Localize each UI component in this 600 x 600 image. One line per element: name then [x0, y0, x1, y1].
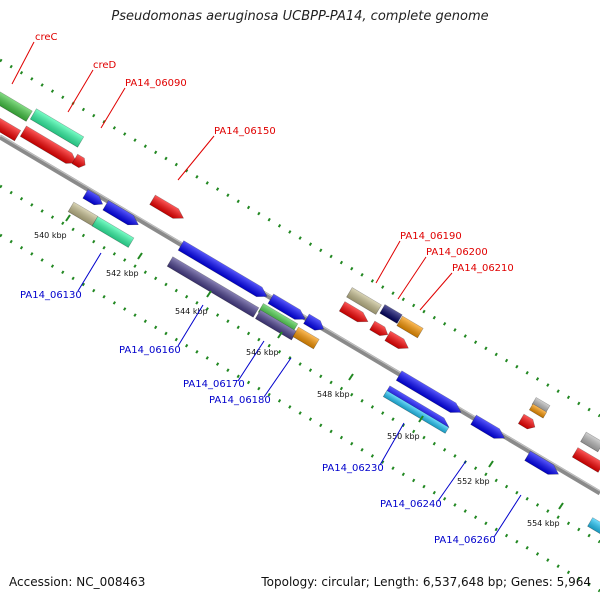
tick-mark: [558, 502, 564, 510]
gene-feature: [528, 403, 548, 419]
gene-feature: [396, 315, 424, 339]
gene-feature: [177, 240, 268, 297]
gene-label: PA14_06090: [125, 78, 187, 89]
gene-features: [0, 90, 600, 535]
gene-label: PA14_06210: [452, 263, 514, 274]
gene-feature: [517, 413, 536, 430]
gene-label: creC: [35, 32, 58, 43]
leader-line: [77, 252, 102, 292]
leader-line: [263, 357, 292, 398]
leader-line: [100, 87, 126, 129]
leader-line: [177, 135, 215, 181]
gene-feature: [254, 309, 298, 341]
tick-mark: [277, 331, 283, 339]
tick-label: 542 kbp: [106, 269, 139, 278]
gene-feature: [346, 287, 382, 315]
gene-label: PA14_06170: [183, 379, 245, 390]
gene-feature: [19, 125, 78, 164]
gene-feature: [67, 201, 99, 227]
leader-line: [237, 340, 265, 382]
scale-ticks: 540 kbp 542 kbp 544 kbp 546 kbp 548 kbp 550 k…: [34, 214, 564, 528]
gene-label: PA14_06160: [119, 345, 181, 356]
tick-mark: [418, 415, 424, 423]
leader-line: [493, 494, 522, 538]
gene-label: PA14_06240: [380, 499, 442, 510]
gene-feature: [71, 153, 86, 168]
dotted-track-2: [0, 184, 600, 544]
page-title: Pseudomonas aeruginosa UCBPP-PA14, compl…: [111, 9, 489, 24]
tick-label: 540 kbp: [34, 231, 67, 240]
gene-feature: [166, 256, 260, 318]
gene-labels: creC creD PA14_06090PA14_06150PA14_06190PA…: [11, 32, 522, 546]
gene-label: PA14_06260: [434, 535, 496, 546]
leader-line: [375, 240, 401, 284]
gene-label: PA14_06200: [426, 247, 488, 258]
gene-feature: [587, 517, 600, 535]
gene-feature: [91, 216, 135, 248]
gene-feature: [470, 414, 505, 439]
tick-mark: [65, 214, 71, 222]
tick-mark: [206, 290, 212, 298]
leader-line: [379, 422, 405, 466]
tick-mark: [488, 460, 494, 468]
leader-line: [177, 304, 204, 347]
gene-feature: [384, 330, 409, 349]
tick-label: 544 kbp: [175, 307, 208, 316]
tick-label: 550 kbp: [387, 432, 420, 441]
genome-summary: Topology: circular; Length: 6,537,648 bp…: [261, 575, 591, 589]
gene-feature: [338, 301, 369, 323]
gene-feature: [29, 108, 85, 148]
tick-label: 546 kbp: [246, 348, 279, 357]
gene-label: PA14_06130: [20, 290, 82, 301]
tick-mark: [137, 252, 143, 260]
gene-feature: [571, 447, 600, 473]
dotted-track-1: [0, 58, 600, 418]
accession-text: Accession: NC_008463: [9, 575, 146, 589]
gene-label: creD: [93, 60, 117, 71]
dotted-track-3: [0, 233, 600, 593]
gene-feature: [149, 194, 184, 219]
tick-mark: [348, 373, 354, 381]
gene-feature: [379, 304, 403, 324]
leader-line: [397, 256, 427, 300]
gene-label: PA14_06190: [400, 231, 462, 242]
dotted-tracks: [0, 58, 600, 593]
tick-label: 554 kbp: [527, 519, 560, 528]
gene-feature: [580, 431, 600, 453]
leader-line: [419, 272, 453, 311]
gene-label: PA14_06180: [209, 395, 271, 406]
gene-label: PA14_06230: [322, 463, 384, 474]
tick-label: 548 kbp: [317, 390, 350, 399]
gene-feature: [82, 189, 104, 206]
gene-feature: [395, 370, 462, 413]
gene-feature: [292, 326, 320, 350]
gene-feature: [369, 320, 389, 336]
gene-feature: [303, 313, 325, 331]
gene-feature: [0, 112, 22, 142]
leader-line: [67, 69, 94, 113]
gene-feature: [382, 390, 450, 434]
gene-label: PA14_06150: [214, 126, 276, 137]
gene-feature: [524, 450, 559, 475]
gene-feature: [102, 200, 139, 226]
gene-feature: [267, 293, 306, 320]
leader-line: [11, 41, 35, 85]
tick-label: 552 kbp: [457, 477, 490, 486]
leader-line: [437, 460, 467, 502]
gene-feature: [0, 90, 33, 122]
